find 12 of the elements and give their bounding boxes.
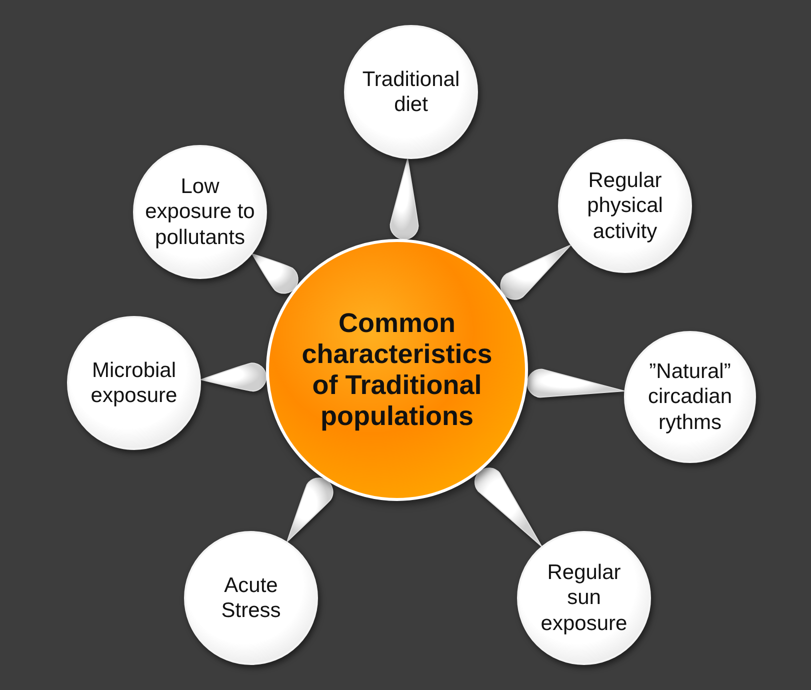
node-label: Low exposure to pollutants bbox=[145, 174, 255, 250]
teardrop-connector bbox=[526, 368, 625, 398]
node-label: Acute Stress bbox=[220, 572, 282, 624]
teardrop-connector bbox=[390, 158, 419, 240]
teardrop-connector bbox=[286, 478, 334, 542]
node-label: Common characteristics of Traditional populations bbox=[300, 308, 494, 432]
teardrop-connector bbox=[200, 362, 267, 392]
node-label: Microbial exposure bbox=[90, 358, 178, 408]
node-label: ”Natural” circadian rythms bbox=[646, 359, 734, 435]
node-label: Regular sun exposure bbox=[540, 560, 628, 636]
node-label: Regular physical activity bbox=[586, 168, 664, 244]
node-label: Traditional diet bbox=[361, 66, 461, 118]
